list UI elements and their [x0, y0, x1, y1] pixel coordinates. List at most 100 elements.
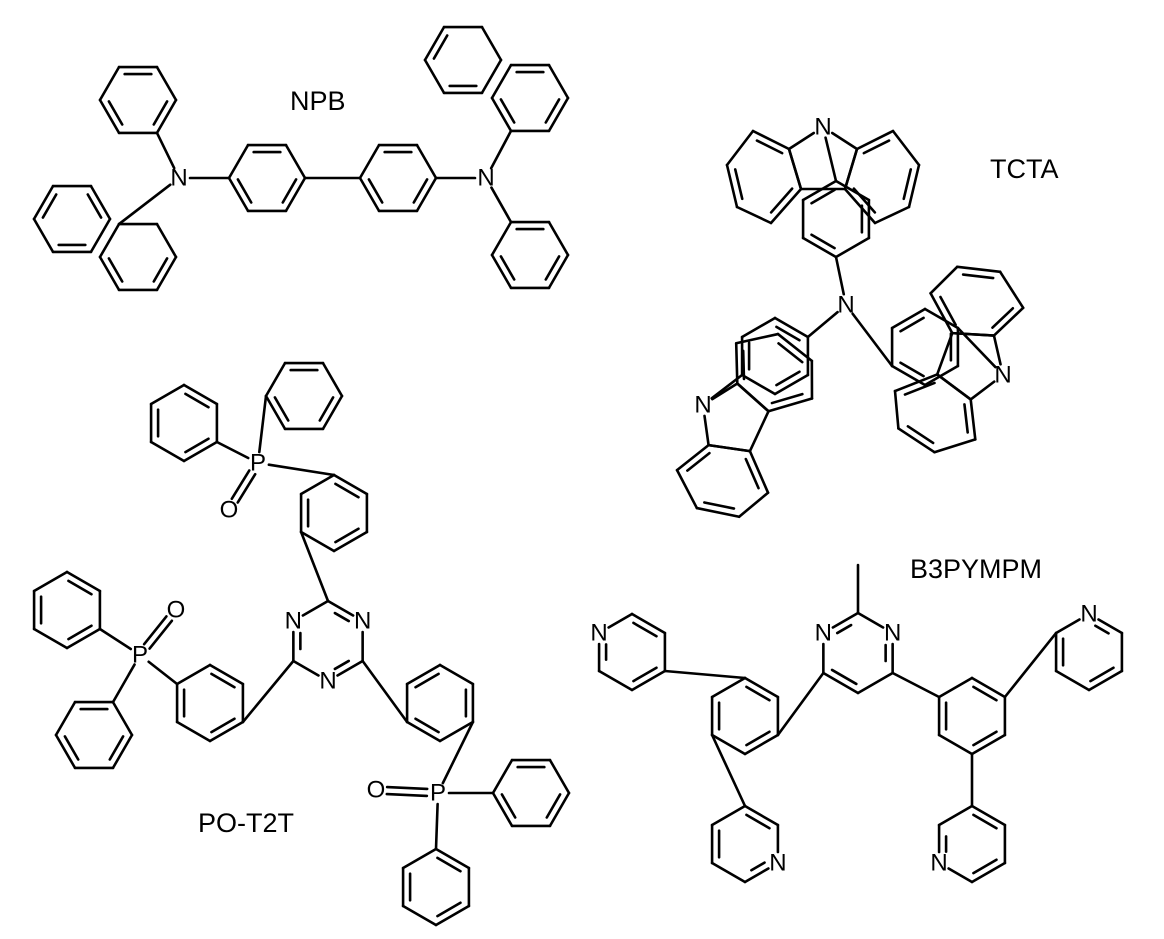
tcta-phenylene-bond: [801, 236, 838, 259]
po-t2t-phenyl-bond: [321, 394, 344, 431]
b3pympm-phenylene-bond: [743, 733, 780, 756]
po-t2t-phenyl-bond: [434, 904, 471, 927]
npb-nitrogen: N: [170, 165, 187, 192]
tcta-carbazole-benzo-bond: [675, 468, 699, 510]
po-t2t-phenylene-bond: [332, 473, 369, 496]
po-t2t-phenyl-bond: [32, 627, 69, 650]
tcta-carbazole-benzo-bond: [929, 265, 959, 295]
b3pympm-pyridine-heteroatom: N: [769, 850, 786, 877]
single-bond: [267, 463, 336, 477]
b3pympm-phenylene-bond: [743, 676, 780, 699]
tcta-carbazole-benzo-double-bond: [686, 451, 711, 472]
po-t2t-phosphorus: P: [250, 450, 266, 477]
po-t2t-triazine-heteroatom: N: [285, 608, 302, 635]
npb-phenyl-bond: [155, 98, 178, 135]
tcta-carbazole-benzo-bond: [955, 265, 1002, 274]
single-bond: [891, 671, 941, 699]
po-t2t-phenyl-bond: [321, 361, 344, 398]
npb-phenyl-bond: [547, 253, 570, 290]
single-bond: [489, 129, 513, 170]
po-t2t-phenyl-double-bond: [436, 901, 462, 918]
po-t2t-phenyl-double-bond: [500, 793, 517, 819]
po-t2t-phenyl-bond: [54, 700, 77, 737]
tcta-carbazole-benzo-bond: [933, 438, 977, 454]
tcta-phenylene-bond: [801, 179, 838, 202]
po-t2t-p-o-double-bond: [230, 469, 251, 501]
npb-ring-bond: [227, 143, 250, 180]
b3pympm-pyridine-heteroatom: N: [590, 620, 607, 647]
b3pympm-pyridine-bond: [597, 669, 634, 692]
tcta-carbazole-benzo-bond: [707, 443, 752, 453]
single-bond: [992, 334, 1002, 366]
single-bond: [147, 660, 179, 686]
po-t2t-phenyl-bond: [54, 733, 77, 770]
tcta-carbazole-benzo-bond: [992, 306, 1025, 337]
npb-naphthyl-double-bond: [107, 257, 124, 283]
b3pympm-pyrimidine-bond: [831, 611, 860, 629]
single-bond: [441, 720, 475, 785]
single-bond: [710, 733, 747, 808]
tcta-phenylene-double-bond: [899, 316, 925, 333]
b3pympm-pyridine-bond: [743, 804, 780, 827]
b3pympm-pyrimidine-heteroatom: N: [815, 620, 832, 647]
b3pympm-pyridine-bond: [937, 804, 974, 827]
npb-naphthyl-double-bond: [544, 98, 561, 124]
po-t2t-phenylene-double-bond: [334, 527, 360, 544]
b3pympm-phenylene-bond: [970, 676, 1007, 699]
b3pympm-pyridine-bond: [710, 861, 747, 884]
po-t2t-phosphorus: P: [132, 642, 148, 669]
po-t2t-phenylene-bond: [175, 663, 212, 686]
b3pympm-pyridine-bond: [947, 867, 974, 884]
tcta-carbazole-benzo-bond: [843, 147, 859, 191]
npb-phenyl-double-bond: [544, 255, 561, 281]
po-t2t-phenyl-double-bond: [108, 735, 125, 761]
tcta-carbazole-benzo-bond: [950, 331, 996, 337]
tcta-carbazole-nitrogen: N: [814, 114, 831, 141]
po-t2t-triazine-heteroatom: N: [319, 668, 336, 695]
npb-ring-bond: [415, 143, 438, 180]
single-bond: [241, 659, 295, 724]
po-t2t-phenyl-bond: [548, 758, 571, 795]
po-t2t-phenyl-double-bond: [436, 856, 462, 873]
po-t2t-phenylene-bond: [299, 473, 336, 496]
po-t2t-phenylene-bond: [405, 663, 442, 686]
single-bond: [258, 394, 268, 454]
po-t2t-phenylene-bond: [208, 720, 245, 743]
npb-naphthyl-double-bond: [432, 34, 449, 60]
tcta-carbazole-benzo-double-bond: [852, 187, 877, 214]
single-bond: [299, 530, 330, 603]
tcta-carbazole-benzo-double-bond: [906, 425, 935, 445]
b3pympm-pyridine-bond: [607, 612, 634, 629]
tcta-carbazole-benzo-bond: [907, 163, 921, 209]
npb-naphthyl-bond: [423, 58, 446, 95]
npb-phenyl-bond: [547, 220, 570, 257]
npb-phenyl-bond: [155, 65, 178, 102]
npb-phenyl-bond: [490, 220, 513, 257]
b3pympm-phenylene-double-bond: [972, 730, 998, 747]
b3pympm-phenylene-bond: [937, 733, 974, 756]
tcta-phenylene-bond: [834, 236, 871, 259]
npb-ring-bond: [284, 143, 307, 180]
npb-naphthyl-bond: [423, 25, 446, 62]
tcta-carbazole-benzo-bond: [737, 491, 770, 519]
single-bond: [935, 331, 954, 376]
b3pympm-pyridine-double-bond: [632, 621, 658, 638]
po-t2t-triazine-bond: [336, 659, 364, 677]
b3pympm-pyridine-bond: [970, 861, 1007, 884]
single-bond: [711, 382, 739, 401]
single-bond: [710, 373, 744, 400]
single-bond: [111, 663, 136, 704]
tcta-phenylene-double-bond: [810, 233, 836, 250]
tcta-phenylene-bond: [773, 373, 810, 396]
npb-ring-double-bond: [281, 178, 298, 204]
npb-naphthyl-bond: [490, 63, 513, 100]
po-t2t-phenylene-double-bond: [414, 717, 440, 734]
tcta-carbazole-benzo-bond: [675, 443, 710, 472]
npb-phenyl-bond: [98, 98, 121, 135]
npb-ring-bond: [358, 176, 381, 213]
b3pympm-pyrimidine-bond: [856, 671, 894, 695]
tcta-central-nitrogen: N: [837, 292, 854, 319]
npb-naphthyl-bond: [155, 255, 178, 292]
po-t2t-phenyl-bond: [434, 847, 471, 870]
